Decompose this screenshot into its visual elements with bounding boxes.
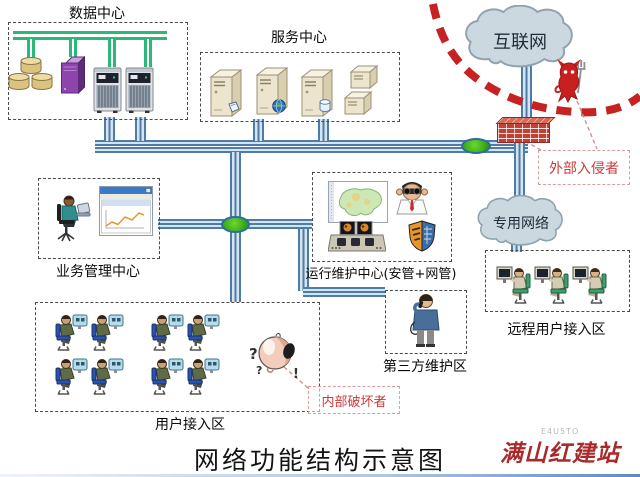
zone-business-mgmt-label: 业务管理中心 [56, 264, 140, 280]
diagram-title: 网络功能结构示意图 [193, 446, 446, 475]
thirdparty-link [303, 287, 385, 297]
binoculars-man-icon [392, 179, 432, 215]
remote-user-icon [534, 264, 572, 306]
lan-drop-tower1 [108, 39, 116, 67]
zone-remote-user [485, 250, 630, 312]
workstation-user-icon [150, 313, 184, 353]
zone-remote-user-label: 远程用户接入区 [507, 322, 606, 338]
lan-drop-tower2 [144, 39, 152, 67]
internet-link [521, 60, 532, 123]
china-map-icon [328, 181, 388, 223]
zone-user-access [35, 302, 320, 412]
junction-node-bus [461, 138, 491, 154]
junction-node-cross [221, 216, 250, 233]
zone-third-party [385, 290, 467, 354]
watermark-code: E4U5TO [541, 427, 580, 436]
remote-user-icon [496, 264, 534, 306]
database-icon [8, 57, 54, 91]
external-callout-tail-1 [576, 100, 598, 150]
main-bus-link [95, 140, 528, 153]
external-intruder-callout: 外部入侵者 [538, 150, 630, 185]
lan-drop-purple [69, 39, 77, 57]
servicecenter-uplink-2 [318, 119, 329, 141]
zone-service-center [200, 52, 400, 122]
remote-user-icon [572, 264, 610, 306]
db-accent-icon [319, 99, 331, 113]
app-window-icon [99, 186, 153, 236]
workstation-user-icon [54, 357, 88, 397]
shield-badge-icon [406, 220, 438, 252]
lan-drop-db [27, 39, 35, 58]
private-net-link-upper [514, 141, 525, 201]
thirdparty-drop-link [298, 229, 309, 291]
globe-icon [272, 99, 286, 113]
workstation-user-icon [150, 357, 184, 397]
operator-laptop-icon [52, 191, 98, 247]
workstation-user-icon [90, 357, 124, 397]
purple-server-icon [61, 56, 85, 94]
internal-saboteur-callout: 内部破坏者 [308, 386, 400, 414]
servicecenter-uplink-1 [253, 119, 264, 141]
devil-icon [551, 55, 589, 107]
workstation-user-icon [186, 313, 220, 353]
stacked-boxes-icon [344, 65, 378, 117]
phone-engineer-icon [402, 292, 446, 348]
zone-user-access-label: 用户接入区 [155, 417, 225, 433]
datacenter-uplink-2 [135, 117, 146, 141]
workstation-user-icon [90, 313, 124, 353]
saboteur-face-icon [248, 328, 300, 380]
workstation-user-icon [186, 357, 220, 397]
zone-data-center-label: 数据中心 [69, 6, 125, 22]
server-tower-icon [93, 65, 123, 113]
footer-divider [0, 474, 640, 477]
private-network-cloud-label: 专用网络 [493, 216, 549, 232]
internal-saboteur-label: 内部破坏者 [321, 394, 387, 410]
console-icon [328, 221, 386, 255]
external-intruder-label: 外部入侵者 [549, 160, 619, 177]
internet-cloud-label: 互联网 [493, 32, 547, 53]
zone-service-center-label: 服务中心 [271, 30, 327, 46]
zone-data-center [8, 22, 188, 120]
zone-ops-center [312, 172, 452, 262]
disk-icon [228, 101, 240, 113]
private-net-link-lower [511, 240, 522, 252]
firewall-brick-icon [497, 122, 550, 143]
lan-bus-green [13, 31, 167, 40]
zone-business-mgmt [38, 178, 160, 259]
zone-third-party-label: 第三方维护区 [383, 359, 467, 375]
zone-ops-center-label: 运行维护中心(安管+网管) [305, 267, 457, 282]
workstation-user-icon [54, 313, 88, 353]
datacenter-uplink-1 [104, 117, 115, 141]
server-tower-icon [125, 65, 155, 113]
watermark-brand: 满山红建站 [500, 440, 620, 467]
